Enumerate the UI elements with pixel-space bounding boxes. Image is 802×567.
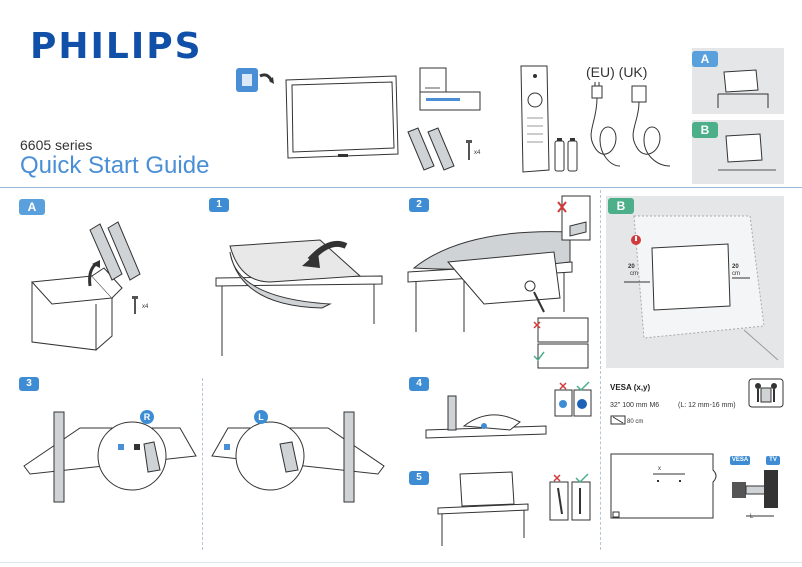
region-label: (EU) (UK) xyxy=(586,64,648,80)
step-4-compare-panel xyxy=(554,381,592,417)
vesa-title: VESA (x,y) xyxy=(610,383,651,392)
stand-screws-count: x4 xyxy=(142,304,149,310)
power-cable-uk-icon xyxy=(631,85,671,167)
step-3-badge: 3 xyxy=(19,377,39,391)
tv-tag: TV xyxy=(766,456,780,465)
left-marker: L xyxy=(254,410,268,424)
vesa-tag: VESA xyxy=(730,456,750,465)
option-a-illustration xyxy=(717,69,769,108)
dist-left-unit: cm xyxy=(630,271,638,277)
step-1-badge: 1 xyxy=(209,198,229,212)
unboxing-illustration xyxy=(30,221,141,351)
series-label: 6605 series xyxy=(20,137,93,153)
two-person-lift-icon xyxy=(748,378,784,408)
section-a-badge: A xyxy=(19,199,45,215)
step-1-illustration xyxy=(215,239,383,356)
step-2-illustration xyxy=(407,231,573,332)
wall-mount-illustration xyxy=(624,215,779,361)
column-divider xyxy=(600,190,601,550)
step-4-illustration xyxy=(425,395,547,439)
dist-right-unit: cm xyxy=(732,271,740,277)
section-b-badge: B xyxy=(608,198,634,214)
manual-icon xyxy=(419,67,481,111)
remote-icon xyxy=(520,65,550,173)
cable-length-value: 80 cm xyxy=(627,419,644,425)
bottom-divider xyxy=(0,562,802,563)
right-marker: R xyxy=(140,410,154,424)
step-3-right-illustration xyxy=(23,411,197,503)
vesa-l-label: L xyxy=(750,514,754,520)
cable-length-icon xyxy=(610,415,626,425)
option-b-illustration xyxy=(718,133,776,171)
section-divider xyxy=(0,187,802,188)
screw-icon xyxy=(466,140,472,160)
step-2-check-panel xyxy=(557,195,591,241)
stand-legs-icon xyxy=(407,127,455,171)
dist-right-value: 20 xyxy=(732,264,739,270)
step-3-left-illustration xyxy=(211,411,385,503)
option-b-badge: B xyxy=(692,122,718,138)
tv-illustration xyxy=(285,75,399,159)
vesa-x-label: x xyxy=(658,466,661,472)
vesa-screw-illustration xyxy=(732,470,778,517)
option-a-badge: A xyxy=(692,51,718,67)
guide-title: Quick Start Guide xyxy=(20,152,210,179)
step-4-badge: 4 xyxy=(409,377,429,391)
step-3-divider xyxy=(202,378,203,550)
vesa-spec: 32" 100 mm M6 xyxy=(610,402,660,409)
vesa-back-panel-illustration xyxy=(610,453,717,519)
vesa-length: (L: 12 mm-16 mm) xyxy=(678,402,736,409)
brand-logo: PHILIPS xyxy=(30,26,203,67)
power-cable-eu-icon xyxy=(590,82,621,167)
box-open-icon xyxy=(236,68,274,92)
screws-count: x4 xyxy=(474,150,481,156)
step-5-compare-panel xyxy=(549,473,591,521)
batteries-icon xyxy=(554,138,578,172)
step-2-compare-panel xyxy=(533,317,589,369)
dist-left-value: 20 xyxy=(628,264,635,270)
step-2-badge: 2 xyxy=(409,198,429,212)
step-5-illustration xyxy=(437,471,529,546)
step-5-badge: 5 xyxy=(409,471,429,485)
